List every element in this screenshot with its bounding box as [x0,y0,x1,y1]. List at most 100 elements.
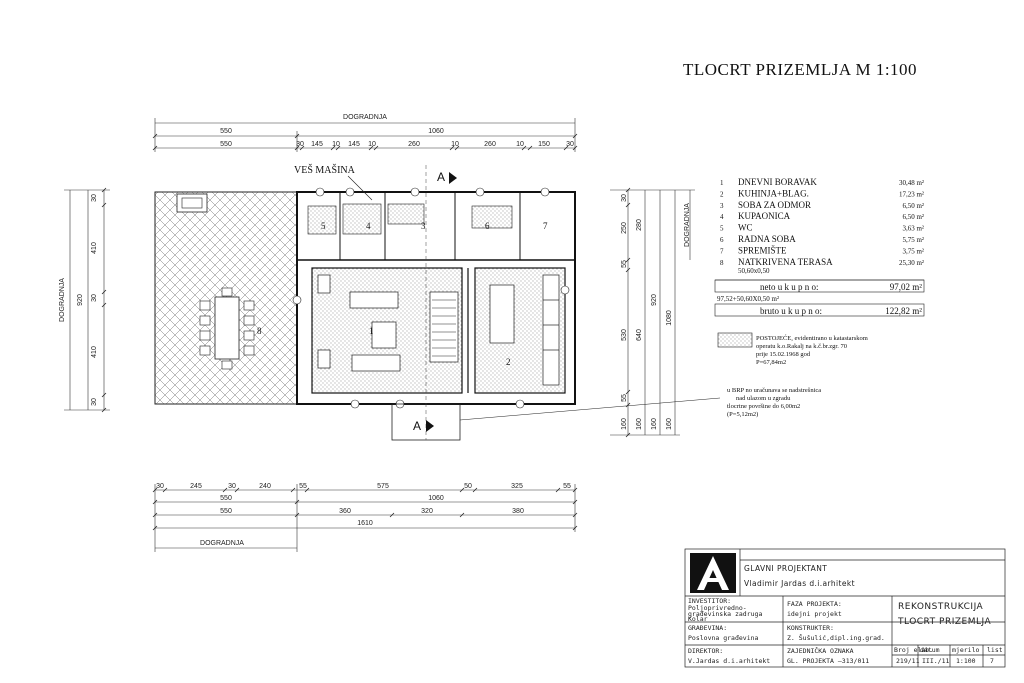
faza-value: idejni projekt [787,610,842,618]
dimension-tick [521,145,527,151]
left-dim-value: 410 [91,242,98,254]
dimension-tick [625,267,631,273]
wc-area [307,205,337,235]
project-title-1: REKONSTRUKCIJA [898,602,984,612]
area-totals: neto u k u p n o: 97,02 m² 97,52+50,60X0… [714,279,925,317]
dimension-tick [152,145,158,151]
dimension-tick [454,145,460,151]
room-6-desk [471,205,513,229]
dimension-tick [572,499,578,505]
bruto-label: bruto u k u p n o: [760,306,822,316]
bottom-dim-value: 575 [377,483,389,490]
section-arrow-top [449,172,457,184]
dimension-tick [555,487,561,493]
faza-label: FAZA PROJEKTA: [787,600,842,608]
legend-room-number: 7 [720,247,724,255]
plan-room-2: 2 [506,357,511,367]
bottom-dim-value: 380 [512,508,524,515]
plan-room-6: 6 [485,221,490,231]
dimension-tick [330,145,336,151]
gradevina-label: GRAĐEVINA: [688,624,727,632]
top-dim-value: 10 [516,141,524,148]
right-dim-value: 55 [621,260,628,268]
right-dim-value: 30 [621,194,628,202]
dimension-tick [152,487,158,493]
right-dim-value: 250 [621,222,628,234]
top-dim-value: 550 [220,141,232,148]
right-dimensions [610,189,695,436]
top-dim-value: 150 [538,141,550,148]
glavni-projektant-label: GLAVNI PROJEKTANT [744,564,827,573]
ves-masina-leader [347,175,373,201]
top-dimensions [154,118,576,152]
bottom-dim-value: 30 [228,483,236,490]
legend-room-number: 8 [720,259,724,267]
top-dim-value: 550 [220,128,232,135]
legend-room-area: 5,75 m² [902,236,924,244]
plan-room-5: 5 [321,221,326,231]
bottom-dim-value: 245 [190,483,202,490]
legend-room-area: 30,48 m² [899,179,924,187]
living-room-furniture [317,274,459,372]
area-formula: 97,52+50,60X0,50 m² [717,295,779,303]
dimension-tick [234,487,240,493]
svg-text:tlocrtne površine do 6,00m2: tlocrtne površine do 6,00m2 [727,403,800,410]
dimension-tick [152,133,158,139]
dimension-tick [294,133,300,139]
bottom-dim-value: 325 [511,483,523,490]
terrace-grill [176,193,208,213]
bottom-dim-value: 550 [220,508,232,515]
bottom-dim-value: 320 [421,508,433,515]
left-dim-value: 30 [91,194,98,202]
dimension-tick [152,525,158,531]
dimension-tick [368,145,374,151]
zajednicka-label: ZAJEDNIČKA OZNAKA [787,646,854,655]
dimension-tick [625,432,631,438]
konstrukter-value: Z. Šušulić,dipl.ing.grad. [787,633,885,642]
legend-room-number: 3 [720,202,724,210]
dimension-tick [294,512,300,518]
legend-room-sub: 50,60x0,50 [738,267,770,275]
dimension-tick [572,133,578,139]
legend-room-area: 3,63 m² [902,225,924,233]
drawing-title: TLOCRT PRIZEMLJA M 1:100 [683,60,918,79]
right-dim-value: 280 [636,219,643,231]
legend-room-name: RADNA SOBA [738,234,796,244]
legend-room-area: 6,50 m² [902,202,924,210]
zajednicka-value: GL. PROJEKTA —313/011 [787,657,869,665]
svg-text:u BRP no uračunava se nadstreš: u BRP no uračunava se nadstrešnica [727,387,821,394]
legend-room-area: 25,30 m² [899,259,924,267]
legend-room-area: 3,75 m² [902,247,924,255]
top-dim-value: 260 [408,141,420,148]
room-3-bed [387,203,425,225]
right-dim-value: 160 [621,418,628,430]
right-dim-value: 55 [621,394,628,402]
dimension-tick [335,145,341,151]
dimension-tick [101,187,107,193]
svg-text:(P=5,12m2): (P=5,12m2) [727,411,758,418]
glavni-projektant-name: Vladimir Jardas d.i.arhitekt [744,579,855,588]
top-dim-value: 145 [348,141,360,148]
val-datum: III./11 [922,657,949,665]
top-dim-value: 10 [332,141,340,148]
direktor-label: DIREKTOR: [688,647,723,655]
legend-room-area: 6,50 m² [902,213,924,221]
dimension-tick [389,512,395,518]
top-dim-value: 10 [451,141,459,148]
dimension-tick [449,145,455,151]
dimension-tick [304,487,310,493]
dimension-tick [572,512,578,518]
bottom-total: 1610 [357,520,373,527]
title-block [684,548,1006,668]
bottom-dim-value: 550 [220,495,232,502]
right-dim-value: 920 [651,294,658,306]
